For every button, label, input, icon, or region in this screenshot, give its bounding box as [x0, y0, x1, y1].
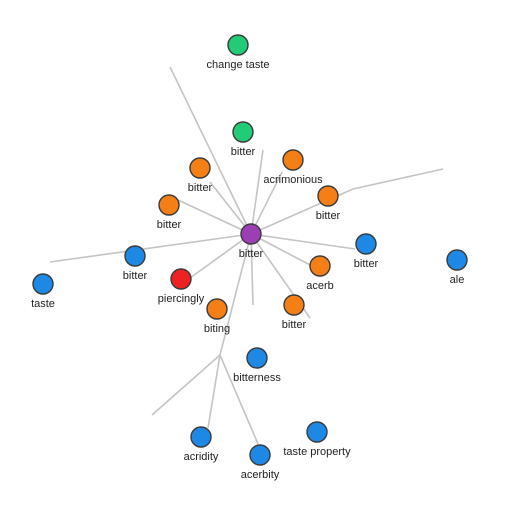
node-label: biting: [204, 323, 230, 335]
node-circle[interactable]: [246, 347, 268, 369]
graph-edge: [250, 149, 264, 235]
node-label: acerb: [306, 280, 334, 292]
node-label: piercingly: [158, 293, 205, 305]
node-bitter-o1[interactable]: bitter: [188, 157, 213, 194]
node-circle[interactable]: [282, 149, 304, 171]
node-bitterness[interactable]: bitterness: [233, 347, 281, 384]
node-label: bitter: [188, 182, 213, 194]
node-bitter-green[interactable]: bitter: [231, 121, 256, 158]
node-label: bitter: [231, 146, 256, 158]
graph-edge: [250, 233, 356, 250]
node-circle[interactable]: [306, 421, 328, 443]
node-circle[interactable]: [190, 426, 212, 448]
node-circle[interactable]: [446, 249, 468, 271]
node-circle[interactable]: [283, 294, 305, 316]
node-label: bitterness: [233, 372, 281, 384]
graph-edge: [250, 171, 283, 235]
node-label: ale: [450, 274, 465, 286]
node-label: bitter: [354, 258, 379, 270]
node-label: bitter: [316, 210, 341, 222]
node-bitter-b2[interactable]: bitter: [354, 233, 379, 270]
graph-edge: [250, 233, 254, 306]
graph-edge: [209, 181, 252, 235]
node-label: acerbity: [241, 469, 280, 481]
node-ale[interactable]: ale: [446, 249, 468, 286]
node-circle[interactable]: [227, 34, 249, 56]
node-label: bitter: [123, 270, 148, 282]
node-acrimonious[interactable]: acrimonious: [263, 149, 323, 186]
graph-edge: [49, 233, 252, 263]
node-circle[interactable]: [249, 444, 271, 466]
node-circle[interactable]: [317, 185, 339, 207]
node-circle[interactable]: [240, 223, 262, 245]
node-taste-property[interactable]: taste property: [283, 421, 351, 458]
node-circle[interactable]: [32, 273, 54, 295]
node-circle[interactable]: [124, 245, 146, 267]
node-taste[interactable]: taste: [31, 273, 55, 310]
node-biting[interactable]: biting: [204, 298, 230, 335]
node-label: bitter: [157, 219, 182, 231]
graph-nodes: change taste bitter acrimonious bitter bitte…: [31, 34, 468, 481]
node-acridity[interactable]: acridity: [184, 426, 219, 463]
node-bitter-o2[interactable]: bitter: [316, 185, 341, 222]
node-circle[interactable]: [206, 298, 228, 320]
graph-edge: [189, 233, 252, 279]
graph-edge: [151, 233, 252, 416]
node-acerbity[interactable]: acerbity: [241, 444, 280, 481]
graph-edge: [250, 168, 444, 235]
node-circle[interactable]: [158, 194, 180, 216]
node-label: acrimonious: [263, 174, 323, 186]
node-label: bitter: [282, 319, 307, 331]
graph-edge: [250, 233, 313, 267]
node-acerb[interactable]: acerb: [306, 255, 334, 292]
graph-edge: [219, 354, 259, 445]
node-bitter-o3[interactable]: bitter: [157, 194, 182, 231]
node-label: bitter: [239, 248, 264, 260]
node-circle[interactable]: [170, 268, 192, 290]
node-circle[interactable]: [232, 121, 254, 143]
node-piercingly[interactable]: piercingly: [158, 268, 205, 305]
node-circle[interactable]: [189, 157, 211, 179]
node-change-taste[interactable]: change taste: [207, 34, 270, 71]
node-circle[interactable]: [355, 233, 377, 255]
node-label: taste: [31, 298, 55, 310]
node-label: taste property: [283, 446, 351, 458]
graph-edge: [207, 354, 221, 429]
node-bitter-center[interactable]: bitter: [239, 223, 264, 260]
graph-edges: [49, 66, 444, 445]
node-bitter-b1[interactable]: bitter: [123, 245, 148, 282]
node-bitter-o4[interactable]: bitter: [282, 294, 307, 331]
node-label: change taste: [207, 59, 270, 71]
graph-edge: [177, 199, 252, 235]
node-circle[interactable]: [309, 255, 331, 277]
graph-edge: [169, 66, 252, 235]
node-label: acridity: [184, 451, 219, 463]
